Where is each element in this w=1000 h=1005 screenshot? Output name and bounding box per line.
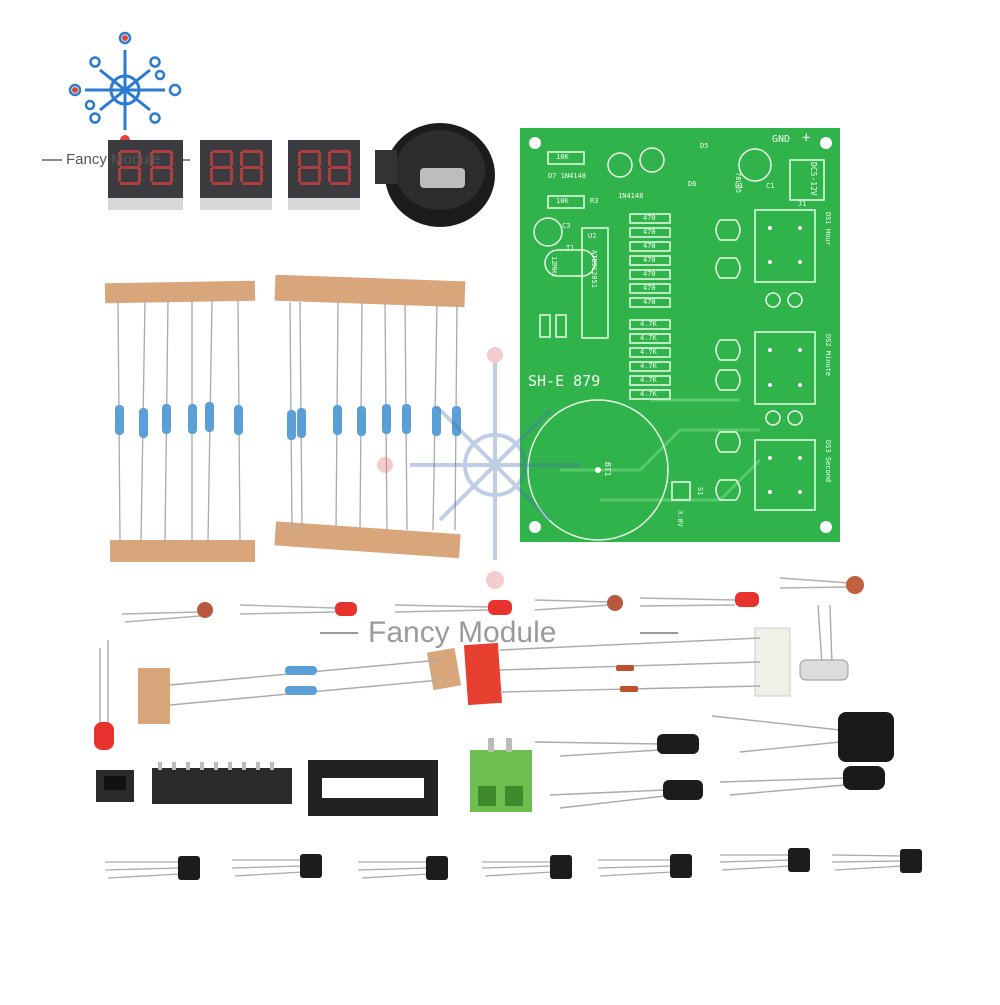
pcb-battery-label: BT1 <box>603 462 612 477</box>
pcb-model-label: SH-E 879 <box>528 372 601 390</box>
resistor-strip-left <box>104 280 256 562</box>
pcb-small-label: R3 <box>590 197 599 205</box>
coin-battery-holder <box>375 123 495 227</box>
pcb-resistor-value: 4.7K <box>640 390 657 398</box>
pcb-resistor-value: 470 <box>643 228 656 236</box>
pcb-resistor-value: 4.7K <box>640 376 657 384</box>
pcb-resistor-value: 470 <box>643 284 656 292</box>
pcb-small-label: D5 <box>700 142 709 150</box>
crystal-oscillator <box>799 604 849 681</box>
pcb-plus-label: + <box>802 130 811 146</box>
pcb-resistor-value: 470 <box>643 242 656 250</box>
pcb-gnd-label: GND <box>772 134 791 145</box>
transistor-row <box>104 854 903 879</box>
pcb-battery-voltage: 3.0V <box>676 510 684 527</box>
digit-segments-icon <box>118 150 173 185</box>
pcb-resistor-value: 470 <box>643 214 656 222</box>
tact-switch <box>96 770 134 802</box>
electrolytic-capacitors <box>534 712 894 809</box>
pcb-board <box>520 128 840 542</box>
pcb-small-label: 10K <box>556 197 569 205</box>
pcb-small-label: U1 <box>735 182 744 190</box>
ic-socket <box>308 760 438 816</box>
led-red-vertical <box>94 640 114 750</box>
pcb-resistor-value: 4.7K <box>640 348 657 356</box>
pcb-resistor-value: 4.7K <box>640 334 657 342</box>
small-components-row <box>121 576 864 623</box>
pcb-chip-label: AT89C2051 <box>590 250 598 288</box>
watermark-text: Fancy Module <box>368 616 557 649</box>
microcontroller-chip <box>152 762 292 804</box>
resistor-strip-right <box>274 274 466 559</box>
pcb-small-label: C3 <box>562 222 571 230</box>
pcb-display-minute-label: DS2 Minute <box>824 334 832 377</box>
pcb-small-label: T1 <box>566 244 575 252</box>
pcb-small-label: 1N4148 <box>618 192 644 200</box>
pcb-display-second-label: DS3 Second <box>824 440 832 483</box>
pcb-small-label: D7 1N4148 <box>548 172 586 180</box>
pcb-resistor-value: 470 <box>643 256 656 264</box>
pcb-switch-label: S1 <box>696 487 704 496</box>
pcb-small-label: 10K <box>556 153 569 161</box>
brand-logo-text: Fancy Module <box>66 151 161 168</box>
taped-resistors <box>138 647 462 724</box>
screw-terminal <box>470 738 532 812</box>
pcb-small-label: C1 <box>766 182 775 190</box>
brand-logo-icon <box>68 31 182 145</box>
taped-diodes <box>463 627 791 706</box>
pcb-crystal-label: 12MHz <box>550 256 558 278</box>
pcb-resistor-value: 4.7K <box>640 320 657 328</box>
pcb-resistor-value: 470 <box>643 270 656 278</box>
pcb-resistor-value: 4.7K <box>640 362 657 370</box>
watermark-logo-icon <box>377 347 580 589</box>
pcb-small-label: J1 <box>798 200 807 208</box>
pcb-resistor-value: 470 <box>643 298 656 306</box>
pcb-display-hour-label: DS1 Hour <box>824 212 832 246</box>
pcb-small-label: U2 <box>588 232 597 240</box>
pcb-small-label: D6 <box>688 180 697 188</box>
pcb-power-label: DC5-12V <box>809 162 818 196</box>
